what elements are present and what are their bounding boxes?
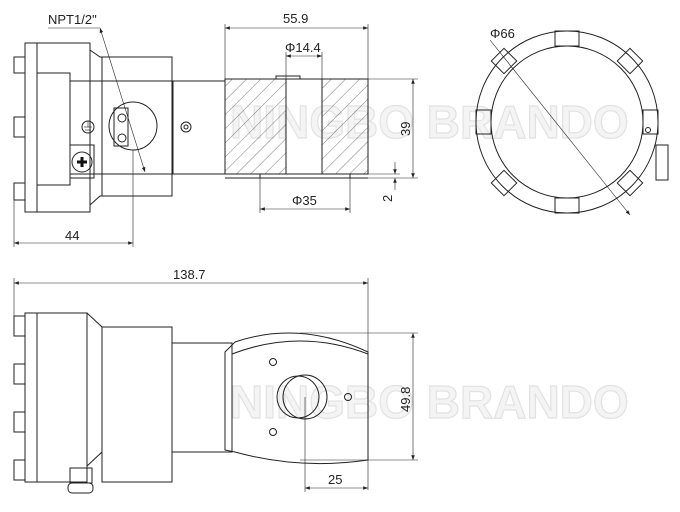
dim-phi-14-4: Φ14.4 [285, 40, 321, 55]
dim-phi-66: Φ66 [490, 26, 515, 41]
front-view-dimensions: NPT1/2" 55.9 Φ14.4 39 2 Φ35 44 [13, 11, 418, 247]
dim-phi-35: Φ35 [292, 193, 317, 208]
dim-44: 44 [65, 228, 79, 243]
dim-55-9: 55.9 [283, 11, 308, 26]
dim-2: 2 [380, 195, 395, 202]
side-view: Φ66 [475, 26, 669, 216]
dim-npt: NPT1/2" [48, 12, 97, 27]
top-view-dimensions: 138.7 49.8 25 [13, 267, 418, 492]
dim-49-8: 49.8 [398, 387, 413, 412]
terminal-screw-icon [71, 151, 93, 173]
watermark-bottom: NINGBO BRANDO [230, 376, 629, 428]
dim-39: 39 [398, 122, 413, 136]
watermark-top: NINGBO BRANDO [230, 96, 629, 148]
cable-entry [108, 101, 158, 151]
dim-138-7: 138.7 [173, 267, 206, 282]
dim-25: 25 [328, 472, 342, 487]
